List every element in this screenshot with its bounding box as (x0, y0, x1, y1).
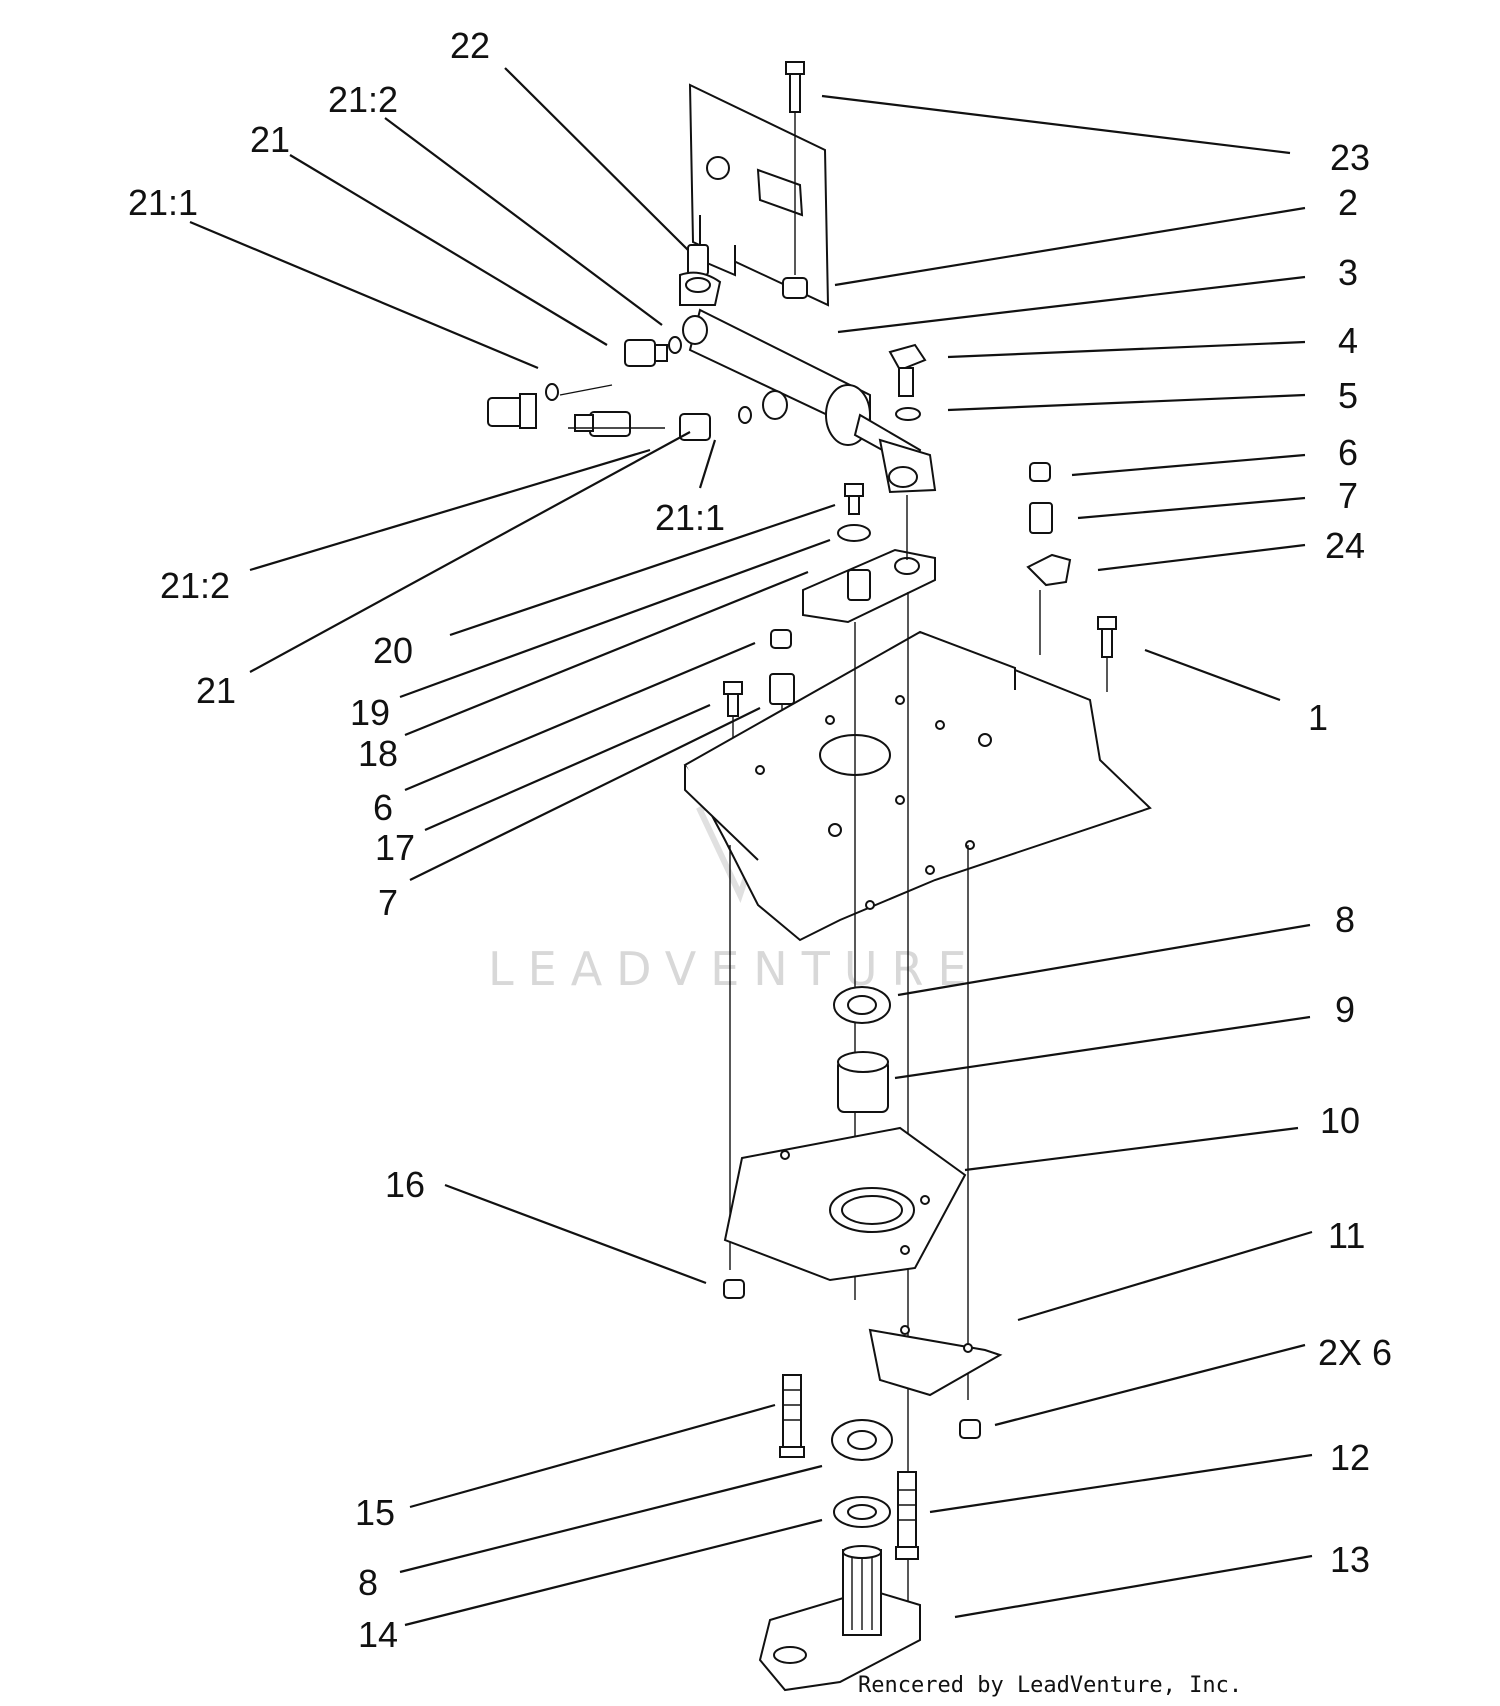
callout-21-2-top: 21:2 (328, 79, 398, 120)
callout-11: 11 (1328, 1215, 1365, 1256)
callout-16: 16 (385, 1164, 425, 1205)
bushing-9 (837, 1051, 889, 1113)
mounting-bracket-plate (688, 83, 830, 307)
watermark-text: LEADVENTURE (488, 942, 981, 996)
callout-10: 10 (1320, 1100, 1360, 1141)
render-credit: Rencered by LeadVenture, Inc. (858, 1673, 1242, 1698)
hydraulic-cylinder (679, 271, 937, 494)
leader-lines (189, 67, 1313, 1627)
callout-6-right: 6 (1338, 432, 1358, 473)
plate-10 (723, 1126, 967, 1282)
callout-24: 24 (1325, 525, 1365, 566)
callout-21-1-top: 21:1 (128, 182, 198, 223)
callout-4: 4 (1338, 320, 1358, 361)
hydraulic-fittings (487, 336, 752, 441)
bolt-1-top (1097, 616, 1117, 692)
callout-3: 3 (1338, 252, 1358, 293)
callout-5: 5 (1338, 375, 1358, 416)
callout-20: 20 (373, 630, 413, 671)
nut-6-left (770, 629, 792, 649)
callout-2: 2 (1338, 182, 1358, 223)
callout-1: 1 (1308, 697, 1328, 738)
callout-21-2-mid: 21:2 (160, 565, 230, 606)
callout-14: 14 (358, 1614, 398, 1655)
callout-2x6: 2X 6 (1318, 1332, 1392, 1373)
callout-21-1-mid: 21:1 (655, 497, 725, 538)
callout-7-left: 7 (378, 882, 398, 923)
main-platform-1 (683, 630, 1152, 942)
spindle-plate-13 (758, 1545, 921, 1692)
bolt-12 (895, 1471, 919, 1560)
bearing-8-bottom (831, 1419, 893, 1461)
callout-19: 19 (350, 692, 390, 733)
nut-2x6 (959, 1419, 981, 1439)
clamp-24 (1026, 553, 1072, 655)
washer-19 (837, 524, 871, 542)
callout-8-bottom: 8 (358, 1562, 378, 1603)
callout-22: 22 (450, 25, 490, 66)
callout-13: 13 (1330, 1539, 1370, 1580)
washer-14 (833, 1496, 891, 1528)
nut-6-right (1029, 462, 1051, 482)
spacer-22 (687, 244, 709, 276)
bolt-17 (723, 681, 743, 762)
callout-12: 12 (1330, 1437, 1370, 1478)
nut-16 (723, 1279, 745, 1299)
callout-21-mid: 21 (196, 670, 236, 711)
callout-6-left: 6 (373, 787, 393, 828)
bolt-4 (888, 343, 927, 397)
bolt-20 (844, 483, 864, 515)
callout-23: 23 (1330, 137, 1370, 178)
callout-15: 15 (355, 1492, 395, 1533)
nut-2 (782, 277, 808, 299)
steering-arm-18 (802, 495, 936, 624)
callout-21-top: 21 (250, 119, 290, 160)
callout-7-right: 7 (1338, 475, 1358, 516)
bearing-8-top (833, 986, 891, 1024)
callout-17: 17 (375, 827, 415, 868)
bolt-15 (779, 1374, 805, 1458)
bolt-23 (785, 61, 805, 275)
callout-8-top: 8 (1335, 899, 1355, 940)
washer-5 (895, 407, 921, 421)
spacer-7-right (1029, 502, 1053, 534)
callout-18: 18 (358, 733, 398, 774)
plate-11 (868, 1325, 1003, 1397)
callout-9: 9 (1335, 989, 1355, 1030)
